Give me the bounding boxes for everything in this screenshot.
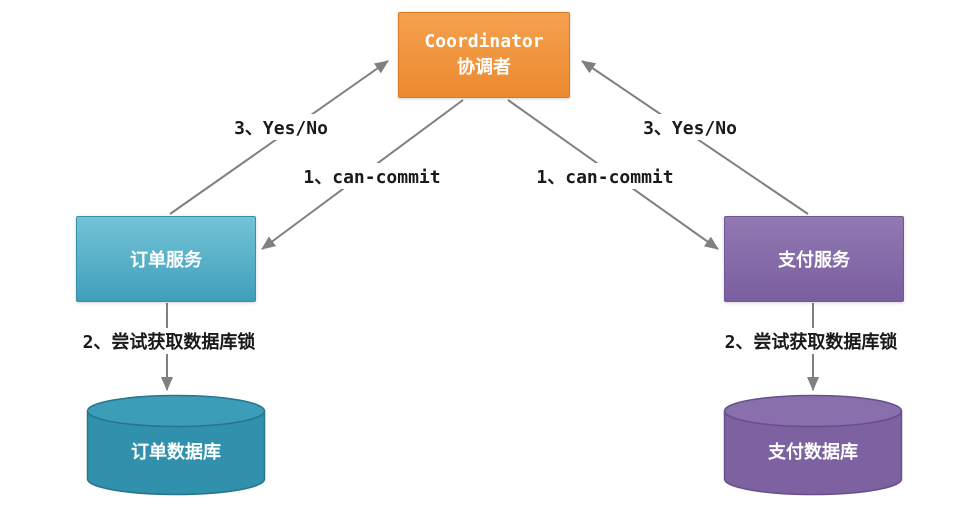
label-yes-no-left: 3、Yes/No [231,114,331,140]
node-order-database: 订单数据库 [86,394,266,496]
label-get-lock-right: 2、尝试获取数据库锁 [721,328,901,354]
payment-service-label: 支付服务 [778,250,850,271]
coordinator-title: Coordinator [424,30,544,52]
payment-database-label: 支付数据库 [768,442,858,463]
label-get-lock-left: 2、尝试获取数据库锁 [79,328,259,354]
node-payment-database: 支付数据库 [723,394,903,496]
order-database-label: 订单数据库 [131,442,221,463]
database-cylinder-icon [723,394,903,496]
node-payment-service: 支付服务 [724,216,904,302]
label-can-commit-left: 1、can-commit [300,163,444,189]
coordinator-subtitle: 协调者 [457,57,511,78]
order-service-label: 订单服务 [130,250,202,271]
label-yes-no-right: 3、Yes/No [640,114,740,140]
database-cylinder-icon [86,394,266,496]
node-coordinator: Coordinator 协调者 [398,12,570,98]
label-can-commit-right: 1、can-commit [533,163,677,189]
node-order-service: 订单服务 [76,216,256,302]
